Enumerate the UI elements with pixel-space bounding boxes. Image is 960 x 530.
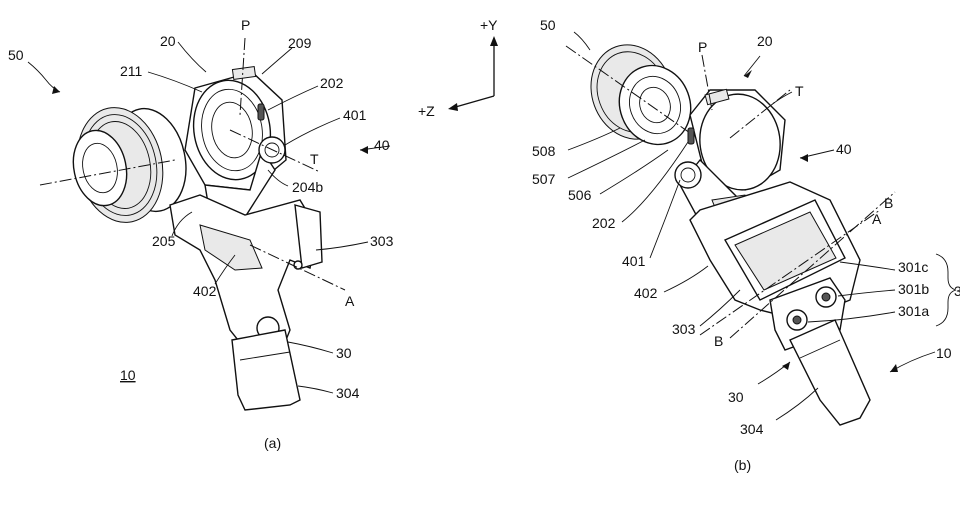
figure-a-drawing <box>39 37 346 411</box>
label-b-506: 506 <box>568 187 592 203</box>
label-a-402: 402 <box>193 283 217 299</box>
label-b-301c: 301c <box>898 259 928 275</box>
label-a-304: 304 <box>336 385 360 401</box>
label-a-p: P <box>241 17 250 33</box>
label-b-301b: 301b <box>898 281 929 297</box>
label-a-205: 205 <box>152 233 176 249</box>
label-a-204b: 204b <box>292 179 323 195</box>
label-a-t: T <box>310 151 319 167</box>
label-a-303: 303 <box>370 233 394 249</box>
label-b-304: 304 <box>740 421 764 437</box>
label-b-3: 3 <box>954 283 960 299</box>
caption-a: (a) <box>264 435 281 451</box>
label-a-40: 40 <box>374 137 390 153</box>
label-a-10: 10 <box>120 367 136 383</box>
label-b-b-bottom: B <box>714 333 723 349</box>
label-b-b-top: B <box>884 195 893 211</box>
label-b-50: 50 <box>540 17 556 33</box>
label-b-401: 401 <box>622 253 646 269</box>
label-b-20: 20 <box>757 33 773 49</box>
label-b-p: P <box>698 39 707 55</box>
axis-label-plus-z: +Z <box>418 103 435 119</box>
figure-a-labels: 50 20 P 209 211 202 401 40 T 204b 205 30… <box>8 17 394 451</box>
label-a-20: 20 <box>160 33 176 49</box>
label-b-402: 402 <box>634 285 658 301</box>
lens-unit-b <box>565 44 701 146</box>
label-a-401: 401 <box>343 107 367 123</box>
figure-b-leaders <box>567 31 957 421</box>
label-a-30: 30 <box>336 345 352 361</box>
axis-t-line-b <box>729 89 791 139</box>
gimbal-ring-b <box>687 88 786 191</box>
coordinate-axes: +Y +Z <box>418 17 498 119</box>
axis-label-plus-y: +Y <box>480 17 498 33</box>
label-b-202: 202 <box>592 215 616 231</box>
label-a-a: A <box>345 293 355 309</box>
label-a-202: 202 <box>320 75 344 91</box>
label-b-t: T <box>795 83 804 99</box>
caption-b: (b) <box>734 457 751 473</box>
label-a-50: 50 <box>8 47 24 63</box>
grip-body-a <box>169 194 346 411</box>
axis-t-line-a <box>229 129 321 173</box>
axis-p-line-a <box>239 37 246 116</box>
axis-p-line-b <box>701 54 713 111</box>
label-b-a: A <box>872 211 882 227</box>
grip-body-b <box>689 181 896 426</box>
label-a-209: 209 <box>288 35 312 51</box>
figure-b-drawing <box>565 44 896 426</box>
label-b-507: 507 <box>532 171 556 187</box>
label-b-40: 40 <box>836 141 852 157</box>
label-b-303: 303 <box>672 321 696 337</box>
label-b-508: 508 <box>532 143 556 159</box>
label-b-301a: 301a <box>898 303 929 319</box>
figure-b-labels: 50 P 20 T 508 507 506 202 40 B A 401 402… <box>532 17 960 473</box>
figure-a-leaders <box>27 41 391 394</box>
label-b-30: 30 <box>728 389 744 405</box>
label-b-10: 10 <box>936 345 952 361</box>
lens-unit-a <box>39 107 187 223</box>
label-a-211: 211 <box>120 63 143 79</box>
